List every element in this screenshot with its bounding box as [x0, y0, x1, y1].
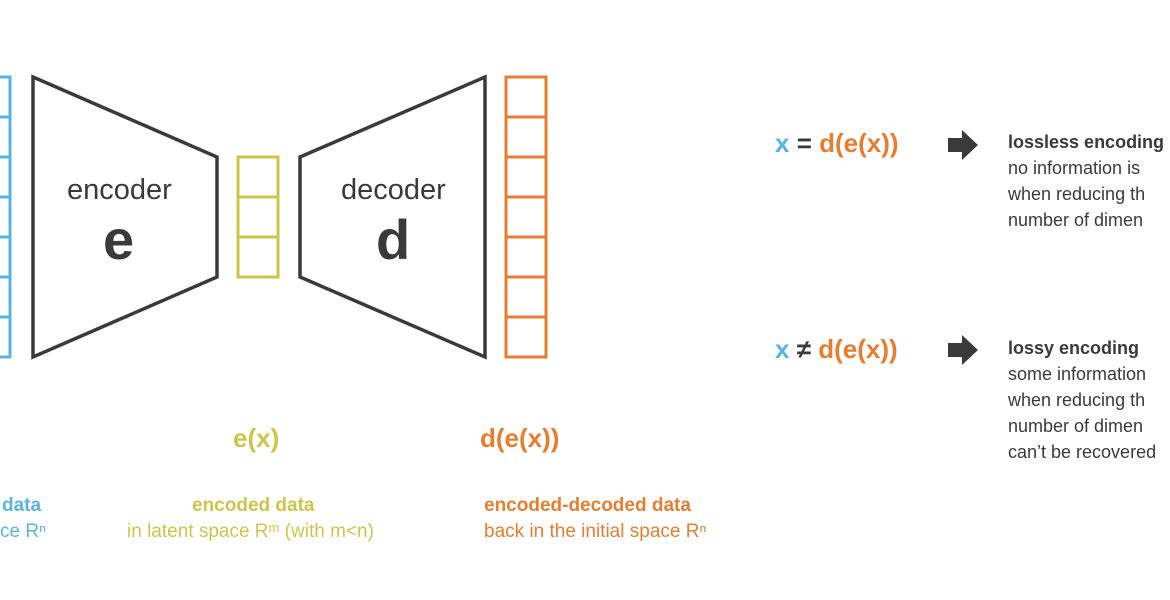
lossless-line-1: no information is	[1008, 158, 1141, 178]
lossy-eq-decoded: d(e(x))	[818, 334, 898, 364]
decoded-caption-title: encoded-decoded data	[484, 495, 691, 516]
lossless-equation: x = d(e(x))	[775, 130, 899, 156]
encoded-function-label: e(x)	[233, 423, 280, 453]
lossy-line-3: number of dimen	[1008, 416, 1144, 436]
lossless-line-3: number of dimen	[1008, 210, 1144, 230]
lossless-eq-decoded: d(e(x))	[819, 128, 899, 158]
lossless-title: lossless encoding	[1008, 132, 1165, 152]
lossless-eq-operator: =	[796, 128, 812, 158]
encoded-caption-subtitle: in latent space Rᵐ (with m<n)	[127, 521, 374, 542]
decoder-letter: d	[376, 208, 411, 271]
lossy-eq-operator: ≠	[796, 334, 811, 364]
latent-vector	[236, 155, 280, 279]
lossy-line-4: can’t be recovered	[1008, 442, 1157, 462]
decoded-caption-subtitle: back in the initial space Rⁿ	[484, 521, 707, 542]
lossy-eq-x: x	[775, 334, 790, 364]
right-arrow-icon	[948, 335, 978, 365]
output-vector	[504, 75, 548, 359]
lossy-line-1: some information	[1008, 364, 1147, 384]
encoder-letter: e	[103, 208, 135, 271]
lossy-line-2: when reducing th	[1008, 390, 1146, 410]
input-caption-subtitle: ce Rⁿ	[0, 521, 46, 542]
input-vector	[0, 75, 12, 359]
decoded-function-label: d(e(x))	[480, 423, 560, 453]
lossy-title: lossy encoding	[1008, 338, 1140, 358]
encoder-label: encoder	[67, 174, 172, 206]
decoder-label: decoder	[341, 174, 446, 206]
lossy-equation: x ≠ d(e(x))	[775, 336, 898, 362]
right-arrow-icon	[948, 130, 978, 160]
input-caption-title: data	[2, 495, 42, 516]
encoder-shape	[31, 74, 219, 360]
lossless-line-2: when reducing th	[1008, 184, 1146, 204]
decoder-shape	[298, 74, 487, 360]
lossless-eq-x: x	[775, 128, 790, 158]
encoded-caption-title: encoded data	[192, 495, 315, 516]
